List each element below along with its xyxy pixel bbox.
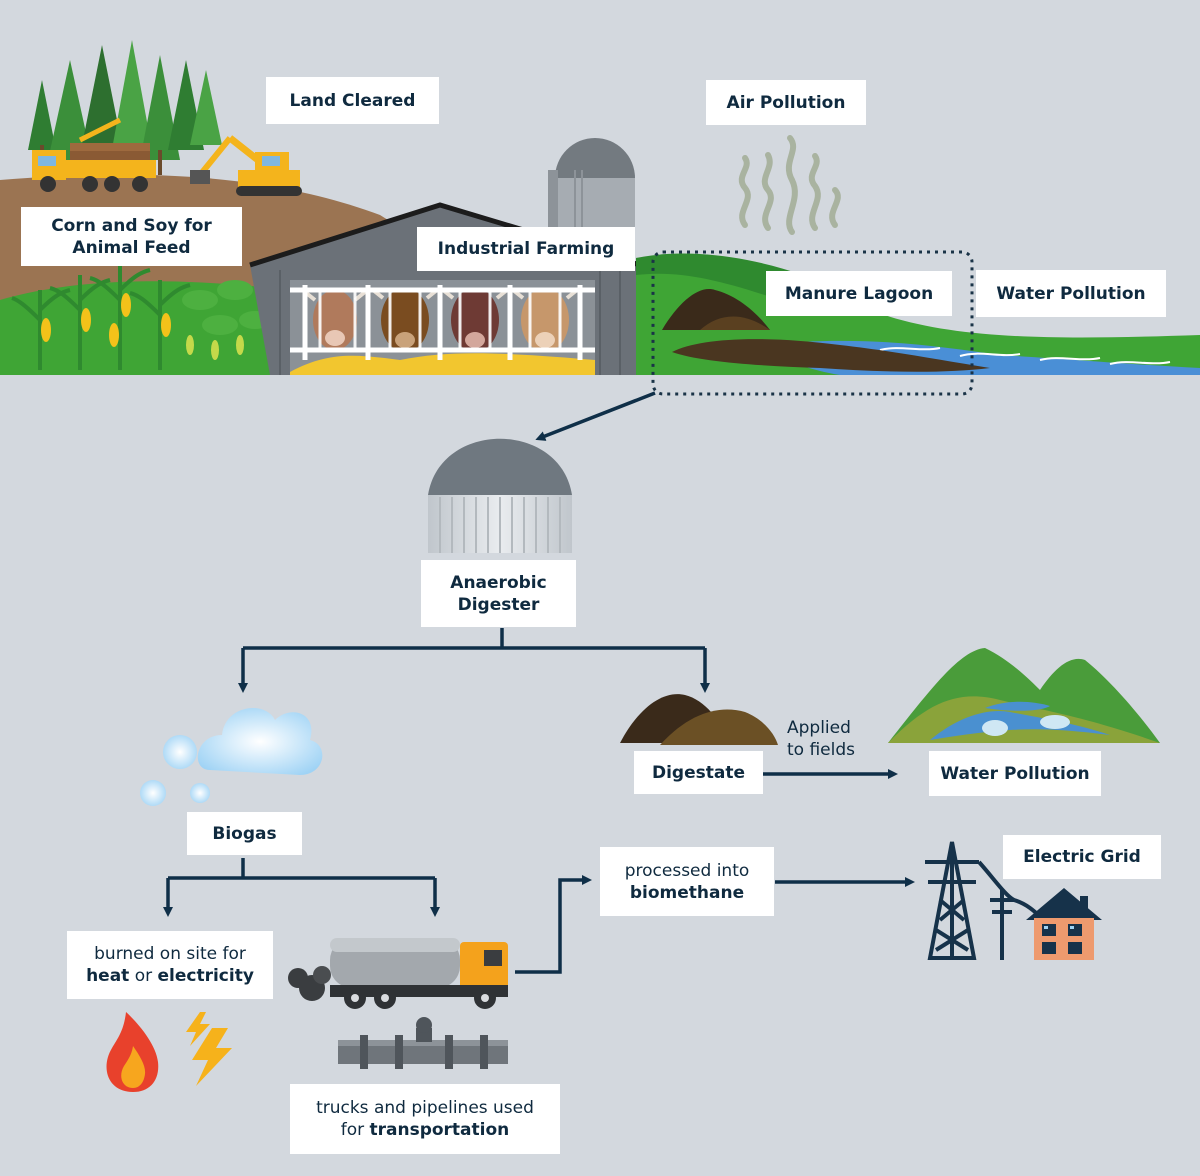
electric-grid-label: Electric Grid [1003,835,1161,879]
logging-truck-icon [32,117,156,192]
electric-grid-text: Electric Grid [1023,847,1141,867]
burned-on-site-label: burned on site for heat or electricity [67,931,273,999]
applied-to-fields-text: Applied to fields [787,717,897,761]
forest-icon [28,40,222,175]
trucks-pipelines-label: trucks and pipelines used for transporta… [290,1084,560,1154]
manure-lagoon-label: Manure Lagoon [766,271,952,316]
processed-biomethane-label: processed into biomethane [600,847,774,916]
manure-lagoon-text: Manure Lagoon [784,283,934,304]
processed-line1: processed into [624,860,750,881]
tanker-truck-icon [288,938,508,1009]
flow-arrows [163,391,915,974]
land-cleared-label: Land Cleared [266,77,439,124]
cloud-icon [140,708,323,806]
corn-soy-label: Corn and Soy for Animal Feed [21,207,242,266]
biogas-label: Biogas [187,812,302,855]
burned-or: or [129,966,158,986]
trucks-transportation: transportation [369,1120,510,1140]
processed-line2: biomethane [629,882,745,903]
fumes-icon [738,135,841,235]
lightning-icon [186,1012,232,1086]
trucks-for: for [340,1120,370,1140]
burned-electricity: electricity [157,966,254,986]
land-cleared-text: Land Cleared [289,90,416,111]
air-pollution-label: Air Pollution [706,80,866,125]
digester-dome-icon [428,438,572,553]
lagoon-highlight-box [651,250,974,396]
applied-line1: Applied [787,718,851,738]
water-pollution-top-label: Water Pollution [976,270,1166,317]
pipeline-icon [338,1017,508,1069]
industrial-farming-text: Industrial Farming [437,239,615,259]
anaerobic-digester-label: Anaerobic Digester [421,560,576,627]
digestate-pile-icon [620,694,778,745]
industrial-farming-label: Industrial Farming [417,227,635,271]
excavator-icon [190,135,302,196]
burned-heat: heat [86,966,130,986]
burned-line2: heat or electricity [86,965,254,987]
burned-line1: burned on site for [94,944,246,964]
biogas-text: Biogas [212,823,277,844]
house-icon [1026,888,1102,960]
flame-icon [106,1012,159,1092]
cows-icon [290,285,595,360]
digestate-label: Digestate [634,751,763,794]
polluted-lake-icon [888,648,1160,743]
manure-pile-icon [662,289,990,372]
water-pollution-mid-text: Water Pollution [940,763,1090,784]
digestate-text: Digestate [651,762,745,783]
corn-soy-line2: Animal Feed [72,237,191,258]
digester-line2: Digester [457,594,540,615]
corn-soy-line1: Corn and Soy for [51,215,212,236]
air-pollution-text: Air Pollution [726,92,846,113]
water-pollution-mid-label: Water Pollution [929,751,1101,796]
trucks-line1: trucks and pipelines used [316,1098,534,1118]
trucks-line2: for transportation [341,1119,510,1141]
water-pollution-top-text: Water Pollution [996,283,1146,304]
digester-line1: Anaerobic [450,572,547,593]
applied-line2: to fields [787,740,856,760]
power-tower-icon [925,841,1048,960]
